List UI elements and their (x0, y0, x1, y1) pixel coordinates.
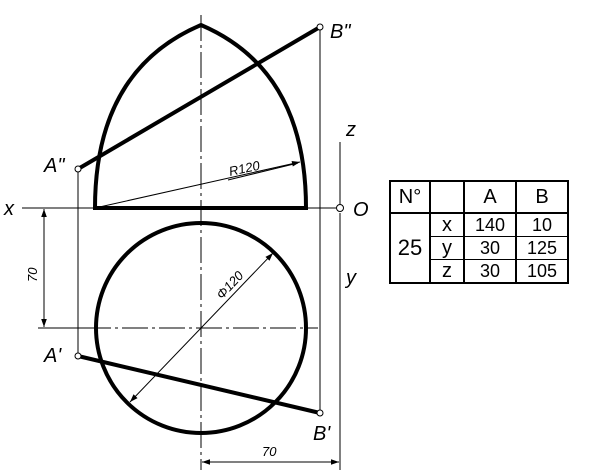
axis-cell: z (429, 259, 465, 284)
header-blank (429, 180, 465, 214)
label-origin: O (353, 199, 369, 221)
radius-leader (227, 162, 299, 181)
value-a-cell: 140 (463, 212, 517, 237)
label-dim-horizontal: 70 (262, 444, 277, 459)
value-a-cell: 30 (463, 236, 517, 260)
table-header-row: N° A B (389, 180, 569, 214)
axis-cell: y (429, 236, 465, 260)
label-x-axis: x (3, 198, 15, 220)
label-a-top: A' (43, 345, 62, 367)
table-row: 25 x 140 10 (389, 212, 569, 284)
label-b-top: B' (313, 423, 331, 445)
table-row: y 30 125 (390, 236, 569, 260)
header-a: A (463, 180, 517, 214)
origin-point (336, 204, 344, 212)
value-b-cell: 10 (515, 212, 569, 237)
front-view-arch (92, 22, 309, 210)
label-radius: R120 (228, 158, 262, 179)
point-a-front (74, 165, 82, 173)
radius-dimension-line (94, 161, 301, 209)
point-b-front (316, 23, 324, 31)
value-a-cell: 30 (463, 259, 517, 284)
coordinates-table: N° A B 25 x 140 10 y 30 125 z 30 105 (389, 180, 569, 284)
value-b-cell: 105 (515, 259, 569, 284)
diameter-dimension-line (129, 252, 274, 403)
point-b-top (316, 409, 324, 417)
label-b-front: B" (330, 21, 351, 43)
label-a-front: A" (43, 155, 65, 177)
table-row: z 30 105 (390, 259, 569, 284)
label-y-axis: y (344, 267, 357, 289)
axis-cell: x (429, 212, 465, 237)
value-b-cell: 125 (515, 236, 569, 260)
header-number: N° (389, 180, 431, 214)
label-z-axis: z (345, 119, 356, 141)
header-b: B (515, 180, 569, 214)
point-a-top (74, 352, 82, 360)
segment-ab-front (76, 25, 322, 171)
label-dim-vertical: 70 (25, 267, 40, 282)
variant-number: 25 (389, 212, 431, 284)
